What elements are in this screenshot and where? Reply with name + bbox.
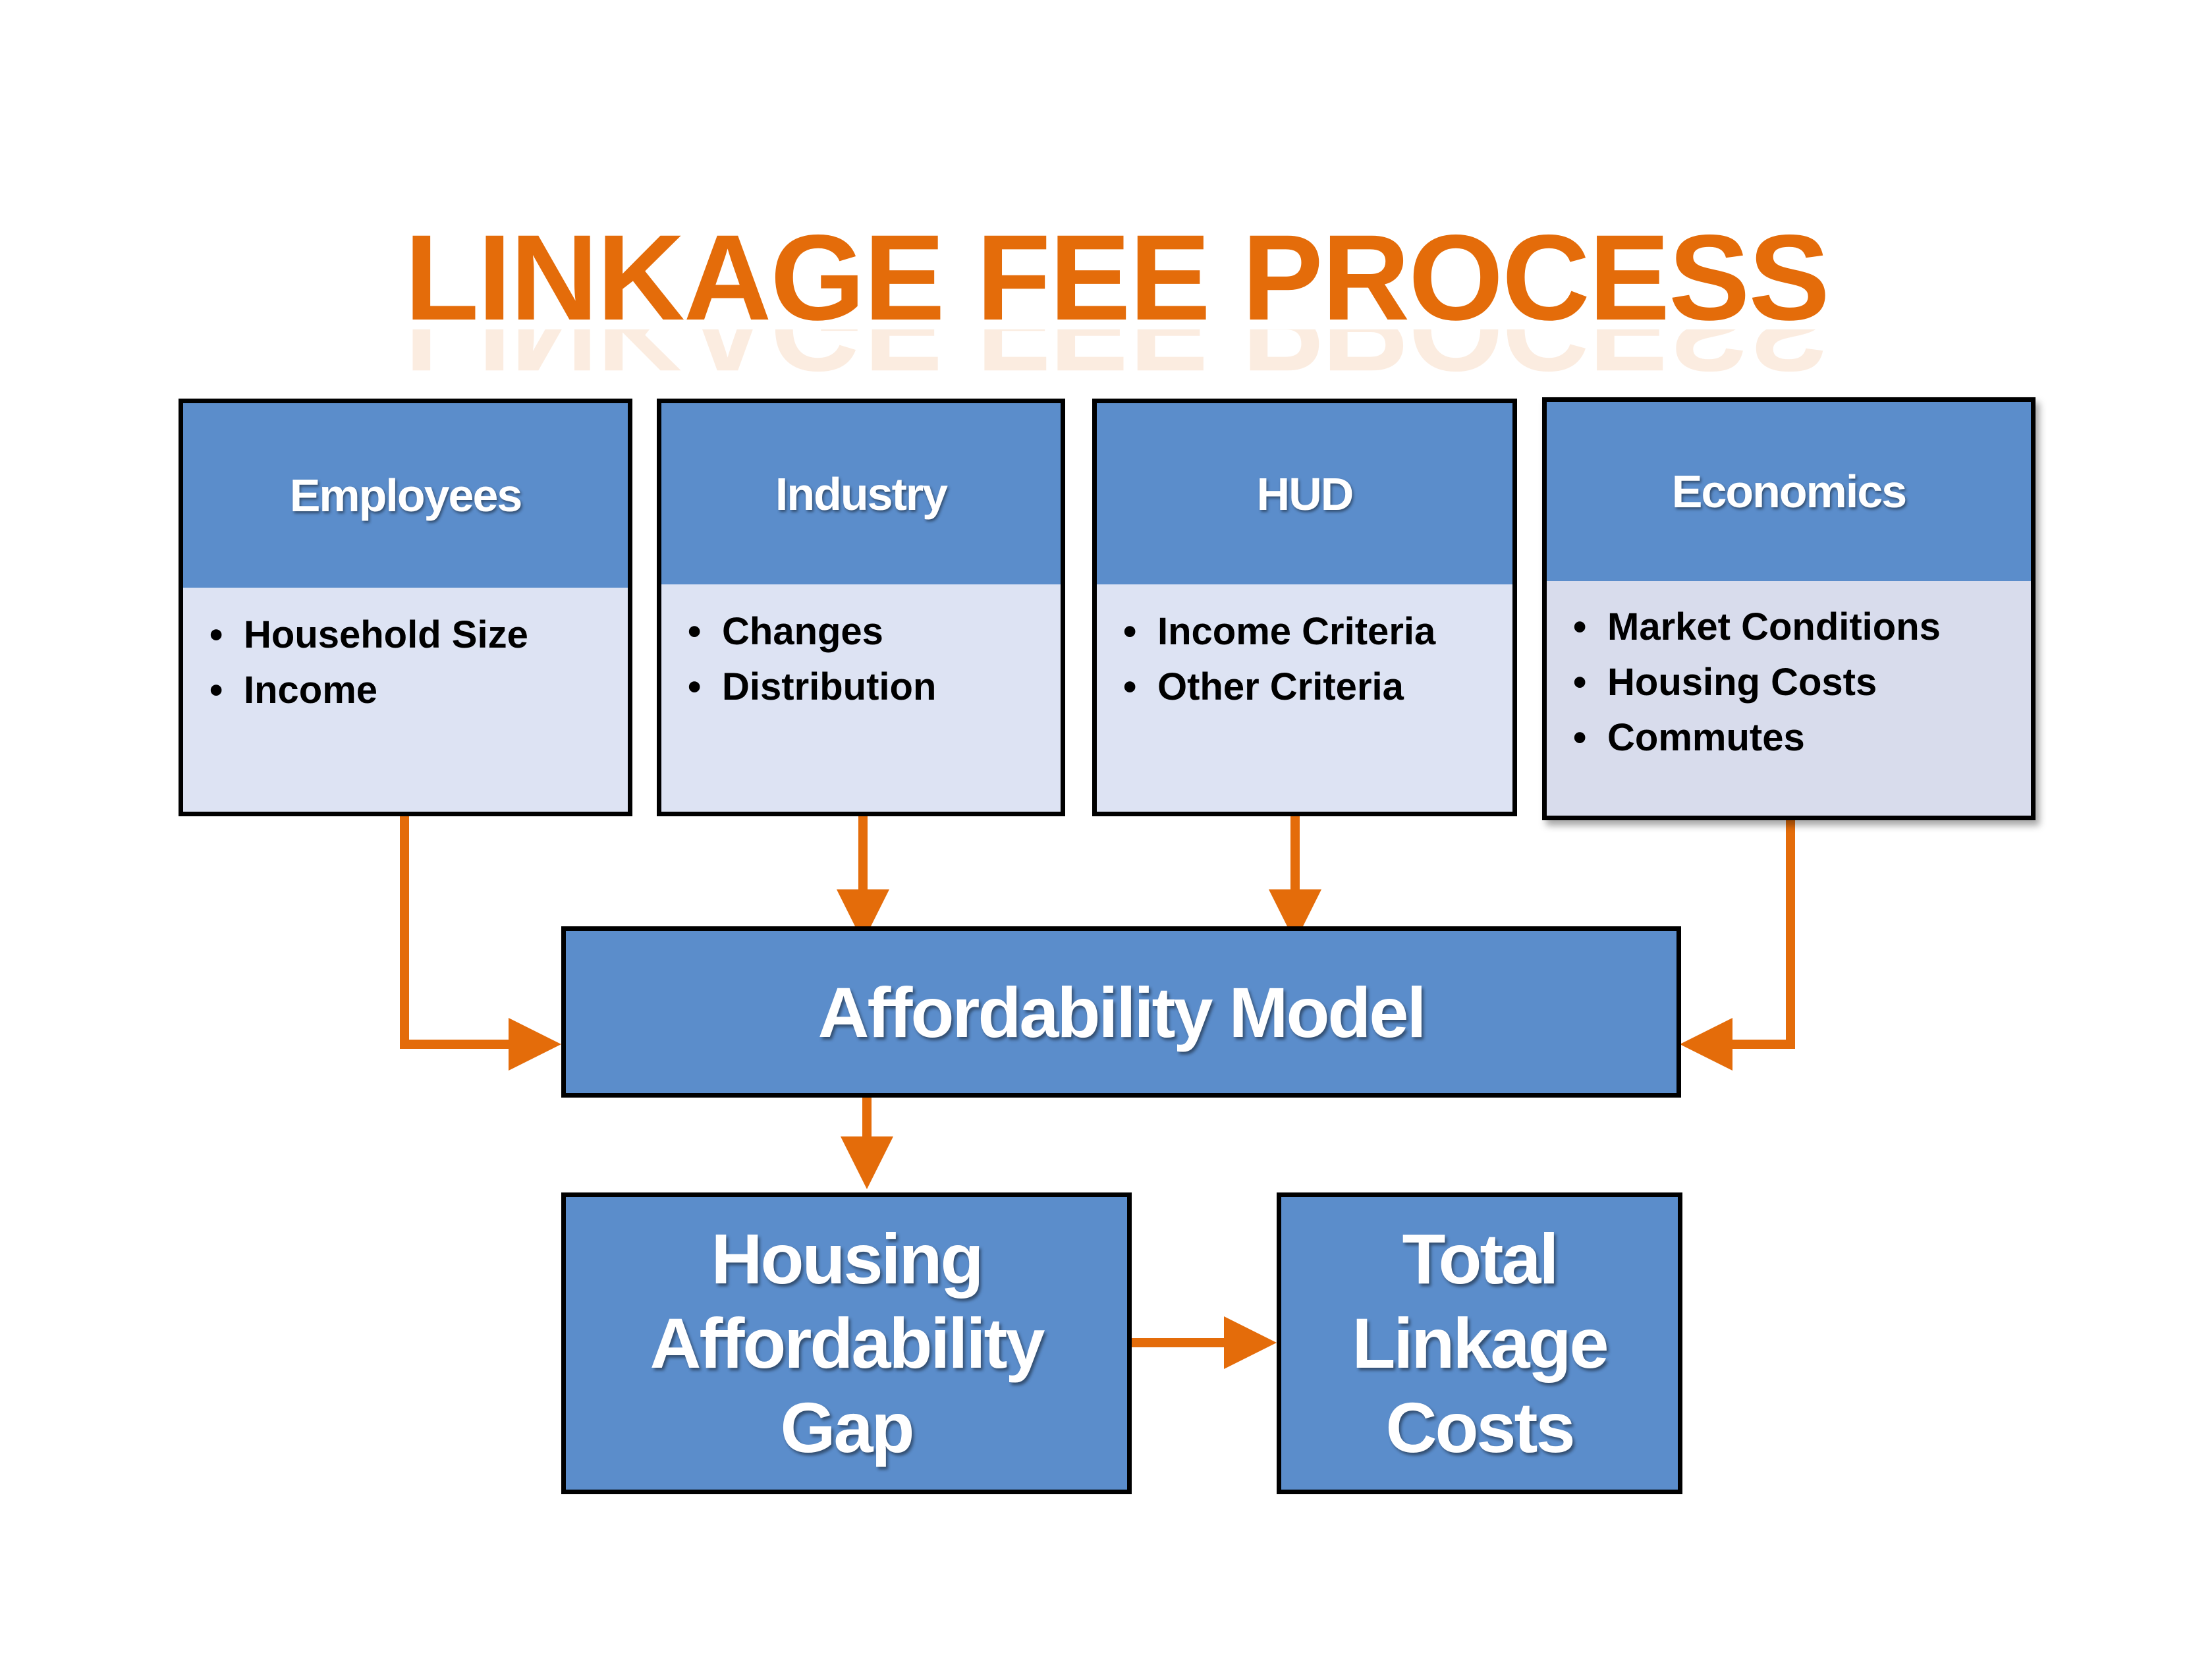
bullet-icon: • bbox=[1123, 610, 1137, 653]
source-header: Economics bbox=[1547, 402, 2031, 581]
gap-line: Housing bbox=[711, 1219, 984, 1299]
list-item: •Commutes bbox=[1547, 710, 2031, 766]
arrow-employees-to-model bbox=[400, 814, 520, 1049]
arrowhead-hud bbox=[1269, 889, 1321, 942]
list-item: •Housing Costs bbox=[1547, 655, 2031, 710]
total-line: Total bbox=[1402, 1219, 1559, 1299]
total-line: Costs bbox=[1385, 1387, 1575, 1467]
list-item: •Income bbox=[183, 663, 628, 718]
arrow-economics-to-model bbox=[1726, 817, 1795, 1049]
source-list: •Market Conditions •Housing Costs •Commu… bbox=[1547, 581, 2031, 766]
bullet-icon: • bbox=[1573, 605, 1587, 648]
bullet-icon: • bbox=[209, 669, 223, 712]
gap-line: Affordability bbox=[650, 1303, 1045, 1383]
list-item: •Distribution bbox=[661, 659, 1061, 715]
housing-affordability-gap-box: Housing Affordability Gap bbox=[561, 1192, 1132, 1494]
arrowhead-employees bbox=[509, 1018, 561, 1071]
bullet-icon: • bbox=[688, 665, 702, 708]
bullet-icon: • bbox=[1573, 716, 1587, 759]
bullet-icon: • bbox=[1123, 665, 1137, 708]
bullet-icon: • bbox=[1573, 661, 1587, 704]
affordability-model-label: Affordability Model bbox=[817, 972, 1427, 1052]
list-item: •Income Criteria bbox=[1097, 604, 1512, 659]
total-label: Total Linkage Costs bbox=[1352, 1217, 1609, 1470]
list-item: •Household Size bbox=[183, 607, 628, 663]
total-linkage-costs-box: Total Linkage Costs bbox=[1277, 1192, 1682, 1494]
arrowhead-economics bbox=[1680, 1018, 1732, 1071]
source-box-hud: HUD •Income Criteria •Other Criteria bbox=[1092, 399, 1517, 816]
page-title: LINKAGE FEE PROCESS bbox=[404, 210, 1830, 346]
affordability-model-box: Affordability Model bbox=[561, 926, 1681, 1098]
arrowhead-industry bbox=[837, 889, 889, 942]
source-box-economics: Economics •Market Conditions •Housing Co… bbox=[1542, 397, 2036, 820]
source-header: HUD bbox=[1097, 403, 1512, 584]
bullet-icon: • bbox=[209, 613, 223, 656]
source-list: •Income Criteria •Other Criteria bbox=[1097, 584, 1512, 715]
source-box-industry: Industry •Changes •Distribution bbox=[657, 399, 1065, 816]
gap-label: Housing Affordability Gap bbox=[650, 1217, 1045, 1470]
source-list: •Household Size •Income bbox=[183, 588, 628, 718]
arrowhead-total bbox=[1224, 1316, 1277, 1369]
arrowhead-gap bbox=[841, 1136, 893, 1189]
total-line: Linkage bbox=[1352, 1303, 1609, 1383]
gap-line: Gap bbox=[780, 1387, 914, 1467]
bullet-icon: • bbox=[688, 610, 702, 653]
source-box-employees: Employees •Household Size •Income bbox=[179, 399, 632, 816]
list-item: •Market Conditions bbox=[1547, 600, 2031, 655]
source-header: Employees bbox=[183, 403, 628, 588]
list-item: •Changes bbox=[661, 604, 1061, 659]
source-list: •Changes •Distribution bbox=[661, 584, 1061, 715]
list-item: •Other Criteria bbox=[1097, 659, 1512, 715]
source-header: Industry bbox=[661, 403, 1061, 584]
